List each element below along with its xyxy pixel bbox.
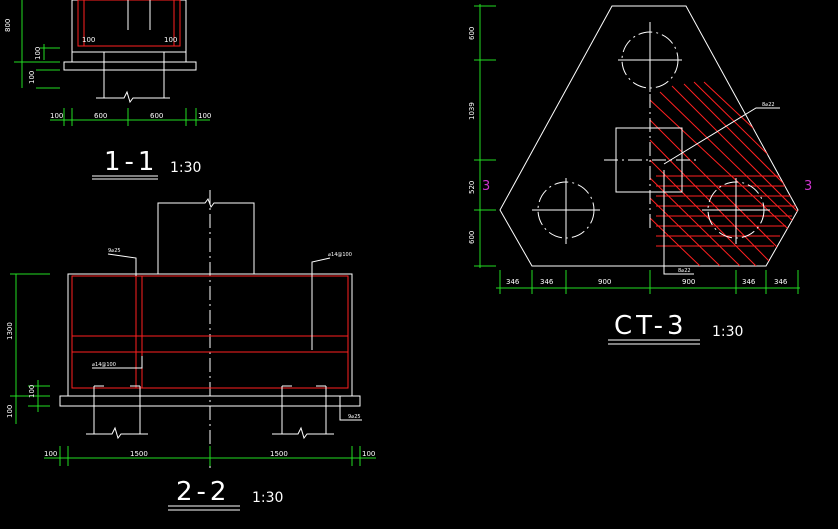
dim-text: 600: [150, 112, 163, 120]
rebar-note: ⌀14@100: [328, 252, 352, 258]
leader: [92, 356, 143, 369]
leader: [311, 257, 331, 350]
leader: [663, 107, 780, 165]
rebar-line: [683, 83, 798, 201]
rebar-line: [649, 217, 701, 266]
rebar-line: [659, 91, 798, 229]
rebar-cage-2-2: [71, 275, 349, 389]
dim-text: 520: [468, 181, 476, 194]
section-1-1: 100 100 800 100 100 100 600 600 100 1-1: [4, 0, 211, 180]
leader: [107, 253, 137, 276]
cushion-2-2: [59, 395, 361, 407]
rebar-line: [649, 177, 741, 266]
rebar-line: [649, 119, 781, 251]
rebar-line: [649, 159, 757, 266]
rebar-note: ⌀14@100: [92, 362, 116, 368]
rebar-line: [649, 197, 721, 266]
dim-text: 600: [468, 27, 476, 40]
section-title: 2-2: [176, 477, 230, 507]
pile-break: [96, 90, 170, 104]
rebar-hatch: [649, 81, 798, 266]
leader: [339, 396, 362, 421]
dim-text: 600: [468, 231, 476, 244]
dim-text: 100: [198, 112, 211, 120]
leader: [663, 266, 694, 275]
dim-text: 1500: [270, 450, 288, 458]
cap-outline-ct-3: [499, 5, 799, 267]
inner-label: 100: [82, 36, 95, 44]
rebar-note: 9⌀25: [108, 248, 121, 254]
pile-cross: [532, 178, 600, 244]
rebar-line: [649, 99, 798, 241]
section-2-2: 9⌀25 ⌀14@100 ⌀14@100 9⌀25 1300 100 100 1…: [6, 190, 376, 511]
dim-text: 346: [540, 278, 554, 286]
rebar-note: 9⌀25: [348, 414, 361, 420]
dim-text: 100: [6, 405, 14, 418]
cushion-1-1: [63, 61, 197, 71]
dim-text: 1300: [6, 322, 14, 340]
dim-text: 100: [34, 47, 42, 60]
rebar-line: [693, 81, 798, 187]
dim-text: 800: [4, 19, 12, 32]
dim-text: 100: [50, 112, 63, 120]
section-mark-right: 3: [804, 179, 812, 194]
inner-label: 100: [164, 36, 177, 44]
plan-scale: 1:30: [712, 324, 743, 340]
dim-text: 100: [28, 385, 36, 398]
dim-text: 100: [28, 71, 36, 84]
rebar-cage-1-1: [77, 0, 181, 47]
section-scale: 1:30: [252, 490, 283, 506]
dim-text: 100: [362, 450, 375, 458]
cap-outline-1-1: [71, 0, 187, 53]
dim-text: 600: [94, 112, 107, 120]
column-2-2: [157, 197, 255, 274]
plan-ct-3: 8⌀22 8⌀22 3 3 600 1039 520 600 346 346 9…: [468, 4, 812, 345]
rebar-line: [671, 85, 798, 215]
dim-text: 1039: [468, 102, 476, 120]
pile-right: [272, 386, 334, 440]
dim-text: 900: [598, 278, 611, 286]
dim-text: 346: [742, 278, 756, 286]
dim-text: 346: [774, 278, 788, 286]
plan-title: CT-3: [614, 311, 688, 341]
section-mark-left: 3: [482, 179, 490, 194]
pile-cross: [702, 178, 770, 244]
dim-text: 1500: [130, 450, 148, 458]
dim-text: 346: [506, 278, 520, 286]
dim-text: 900: [682, 278, 695, 286]
rebar-note: 8⌀22: [762, 102, 775, 108]
section-title: 1-1: [104, 147, 158, 177]
pile-left: [86, 386, 148, 440]
rebar-note: 8⌀22: [678, 268, 691, 274]
rebar-line: [703, 81, 798, 173]
section-scale: 1:30: [170, 160, 201, 176]
dim-text: 100: [44, 450, 57, 458]
